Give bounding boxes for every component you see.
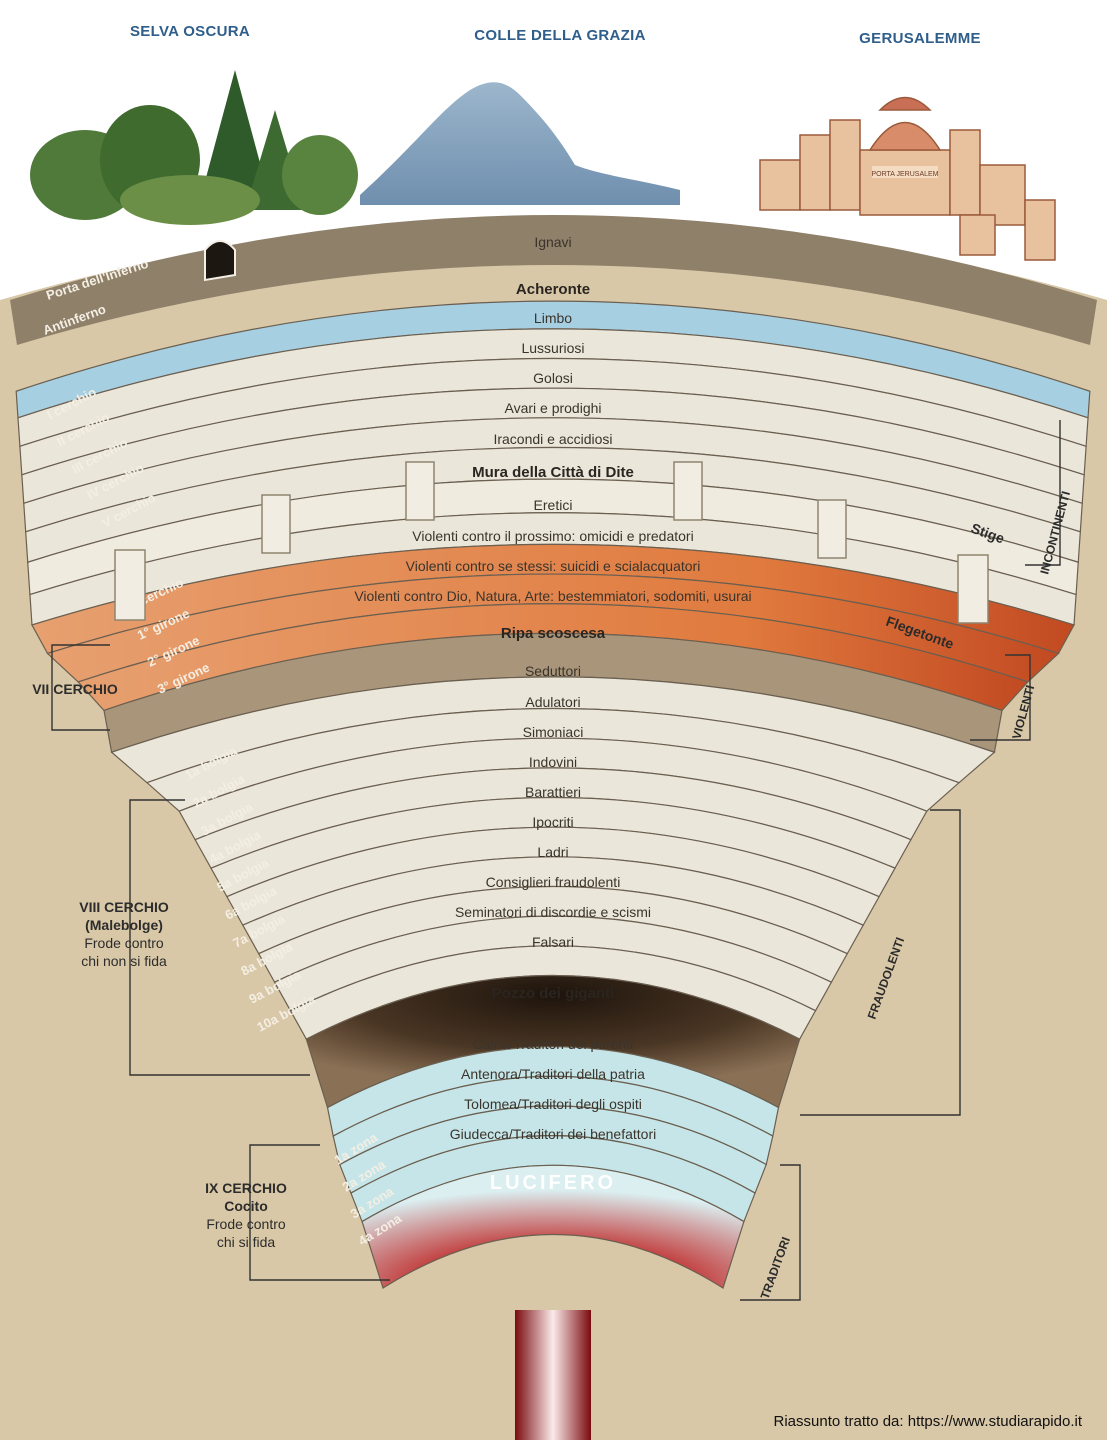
label-colle-della-grazia: COLLE DELLA GRAZIA: [474, 27, 646, 44]
band-label-lussuriosi: Lussuriosi: [521, 340, 584, 356]
band-label-violenti-prossimo: Violenti contro il prossimo: omicidi e p…: [412, 528, 693, 544]
band-label-tolomea: Tolomea/Traditori degli ospiti: [464, 1096, 642, 1112]
credit-text: Riassunto tratto da: https://www.studiar…: [774, 1413, 1083, 1430]
band-label-ignavi: Ignavi: [534, 234, 571, 250]
band-label-antenora: Antenora/Traditori della patria: [461, 1066, 645, 1082]
label-selva-oscura: SELVA OSCURA: [130, 23, 250, 40]
band-label-adulatori: Adulatori: [525, 694, 580, 710]
label-ix-desc2: chi si fida: [217, 1234, 276, 1250]
band-label-mura-dite: Mura della Città di Dite: [472, 464, 634, 481]
label-gerusalemme: GERUSALEMME: [859, 30, 981, 47]
band-label-violenti-dio: Violenti contro Dio, Natura, Arte: beste…: [354, 588, 751, 604]
band-label-iracondi: Iracondi e accidiosi: [493, 431, 612, 447]
band-label-violenti-se-stessi: Violenti contro se stessi: suicidi e sci…: [406, 558, 701, 574]
band-label-ladri: Ladri: [537, 844, 568, 860]
band-label-simoniaci: Simoniaci: [523, 724, 584, 740]
band-label-acheronte: Acheronte: [516, 281, 590, 298]
band-label-golosi: Golosi: [533, 370, 573, 386]
band-label-ripa-scoscesa: Ripa scoscesa: [501, 625, 606, 642]
label-viii-cerchio: VIII CERCHIO: [79, 899, 169, 915]
label-cocito: Cocito: [224, 1198, 268, 1214]
band-label-falsari: Falsari: [532, 934, 574, 950]
porta-inferno-door: [205, 241, 235, 280]
band-label-limbo: Limbo: [534, 310, 572, 326]
label-viii-desc2: chi non si fida: [81, 953, 167, 969]
band-label-ipocriti: Ipocriti: [532, 814, 573, 830]
label-malebolge: (Malebolge): [85, 917, 163, 933]
band-label-caina: Caina/Traditori dei parenti: [473, 1036, 634, 1052]
label-viii-desc1: Frode contro: [84, 935, 164, 951]
label-ix-cerchio: IX CERCHIO: [205, 1180, 287, 1196]
band-label-barattieri: Barattieri: [525, 784, 581, 800]
band-label-avari: Avari e prodighi: [504, 400, 601, 416]
lucifero-shaft: [515, 1310, 591, 1440]
band-label-seduttori: Seduttori: [525, 663, 581, 679]
band-label-giudecca: Giudecca/Traditori dei benefattori: [450, 1126, 656, 1142]
band-label-consiglieri: Consiglieri fraudolenti: [486, 874, 621, 890]
band-label-seminatori: Seminatori di discordie e scismi: [455, 904, 651, 920]
label-vii-cerchio: VII CERCHIO: [32, 681, 118, 697]
band-label-pozzo-giganti: Pozzo dei giganti: [492, 985, 615, 1002]
band-label-indovini: Indovini: [529, 754, 577, 770]
band-label-eretici: Eretici: [534, 497, 573, 513]
label-ix-desc1: Frode contro: [206, 1216, 286, 1232]
city-sign: PORTA JERUSALEM: [871, 171, 938, 178]
band-label-lucifero: LUCIFERO: [490, 1172, 616, 1194]
